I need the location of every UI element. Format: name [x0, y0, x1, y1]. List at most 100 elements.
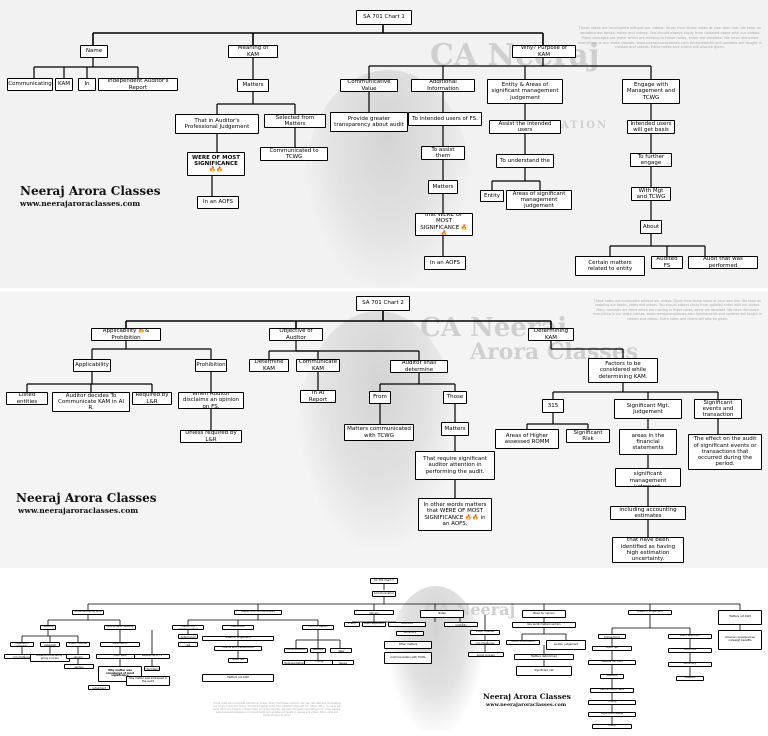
heading-node: Heading	[40, 625, 56, 630]
p5-node: Material uncertainty - going concern	[30, 654, 70, 662]
chart-2-panel: CA Neeraj Arora Classes These notes are …	[0, 291, 768, 568]
audit-performed-node: Audit that was performed	[688, 256, 758, 269]
other-matters-node-3: Other matters	[384, 641, 432, 649]
p15-node: Matters not KAM	[202, 674, 274, 682]
auditor-disclaims-node: When Auditor disclaims an opinion on FS.	[178, 392, 244, 409]
p12-node: Areas of judgement	[202, 636, 274, 641]
including-estimates-node: including accounting estimates	[610, 506, 686, 520]
p1-node: Law or regulation prohibits	[10, 642, 34, 647]
engage-management-node: Engage with Management and TCWG	[622, 79, 680, 104]
p15-node-b: Matters not KAM	[588, 660, 636, 665]
reference-fs-node: Reference to FS	[134, 654, 170, 659]
about-node: About	[640, 220, 662, 234]
most-significance-node: WERE OF MOST SIGNIFICANCE 🔥🔥	[187, 152, 245, 176]
p5-node-b: Material uncertainty - going concern	[468, 652, 504, 657]
sa701-chart1-root: SA 701 Chart 1	[356, 10, 412, 25]
matters-communicated-tcwg-node: Matters communicated with TCWG	[344, 424, 414, 441]
audited-fs-node: Audited FS	[651, 256, 683, 269]
communicate-kam-node: Communicate KAM	[296, 359, 340, 372]
p7-node: Key audit matters section	[64, 664, 94, 669]
p17-node: Before report date	[330, 648, 352, 653]
sa701-chart3-root: SA 701 Chart 3	[370, 578, 398, 584]
intended-users-fs-node: To intended users of FS.	[408, 112, 482, 126]
p11-node: Significant risk	[178, 642, 198, 647]
chart-3-panel: CA Neeraj These notes are incomplete wit…	[0, 570, 768, 736]
p4-node-b: Extremely rare circumstances	[470, 640, 500, 645]
p3-node-b: Public interest	[470, 630, 500, 635]
p22-node-b: Outcome	[668, 648, 712, 653]
p20-node-b: Entity	[592, 724, 632, 729]
form-of-report-node: Form of Report	[302, 625, 334, 630]
in-aofs-node: In an AOFS	[197, 196, 239, 209]
p13-node-b: Events and transactions	[598, 634, 626, 639]
significant-risk-node: Significant Risk	[566, 429, 610, 443]
why-purpose-node: Why? Purpose of KAM	[512, 45, 576, 58]
sa701-chart2-root: SA 701 Chart 2	[356, 296, 410, 311]
p18-node: Timing	[304, 660, 334, 665]
communication-node: Communication	[372, 591, 396, 597]
documentation-node: Documentation	[284, 648, 308, 653]
determine-kam-node: Determine KAM	[249, 359, 289, 372]
appropriate-heading-node: Appropriate Heading	[104, 625, 136, 630]
areas-financial-statements-node: areas in the financial statements	[619, 429, 677, 455]
p22-node: Outcome	[388, 622, 426, 627]
p18-node-b: Timing	[588, 700, 636, 705]
p17-node-b: Before report date	[590, 688, 634, 693]
in-node: In	[78, 78, 96, 91]
applicability-prohibition-node: Applicability 🔥& Prohibition	[91, 328, 161, 341]
entity-node: Entity	[480, 190, 504, 202]
selected-from-matters-node: Selected from Matters	[264, 114, 326, 128]
objective-of-auditor-node: Objective of Auditor	[269, 328, 323, 341]
communicating-kam-node: Communicating KAM	[72, 610, 104, 615]
interaction-node: Interaction	[222, 625, 254, 630]
description-node: Description	[100, 642, 140, 647]
p3-node: Public interest	[66, 642, 90, 647]
require-significant-attention-node: That require significant auditor attenti…	[415, 451, 495, 480]
p7-node-b: Key audit matters section	[512, 622, 576, 628]
p8-node-b: Other information	[506, 640, 540, 645]
p9-node: Auditor judgement	[88, 685, 110, 690]
matters-node: Matters	[237, 79, 269, 92]
with-mgt-tcwg-node: With Mgt and TCWG	[631, 187, 671, 201]
greater-transparency-node: Provide greater transparency about audit	[330, 112, 408, 132]
unless-required-node: Unless required by L&R	[180, 430, 242, 443]
p21-node: Audit approach	[362, 622, 386, 627]
auditor-decides-node: Auditor decides To Communicate KAM in AI…	[52, 392, 130, 412]
auditor-shall-determine-node: Auditor shall determine	[390, 360, 448, 373]
professional-judgement-node: That in Auditor's Professional Judgement	[175, 114, 259, 134]
significant-events-node: Significant events and transaction	[694, 399, 742, 419]
notes-node: Notes	[420, 610, 464, 618]
listed-entities-node: Listed entities	[6, 392, 48, 405]
chart-1-connectors	[0, 0, 768, 288]
relation-modified-node: Relation with modified opinion	[354, 610, 394, 615]
from-node: From	[369, 391, 391, 404]
in-aofs-2-node: In an AOFS	[424, 256, 466, 270]
p11-node-b: Significant risk	[516, 666, 572, 676]
how-addressed-node: How matter was addressed in the audit	[126, 676, 170, 686]
additional-information-node: Additional Information	[411, 79, 475, 92]
p10-node-b: Matters determined	[514, 654, 574, 660]
p14-node: Audit file	[228, 658, 248, 663]
required-by-lr-node: Required by L&R	[132, 392, 172, 405]
p9-node-b: Auditor judgement	[546, 640, 586, 650]
further-engage-node: To further engage	[630, 153, 672, 167]
to-assist-them-node: To assist them	[421, 146, 465, 160]
p8-node: Other information	[144, 666, 160, 671]
determining-kam-node: Determining KAM	[528, 328, 574, 341]
communicative-value-node: Communicative Value	[340, 79, 398, 92]
assist-intended-users-node: Assist the intended users	[489, 120, 561, 134]
in-ai-report-node: In AI Report	[300, 390, 336, 403]
matters-2-node: Matters	[428, 180, 458, 194]
meaning-of-kam-node: Meaning of KAM	[228, 45, 278, 58]
p16-node-b: Reasons	[600, 674, 624, 679]
in-other-words-node: In other words matters that WERE OF MOST…	[418, 498, 492, 531]
identified-high-uncertainty-node: that have been identified as having high…	[612, 537, 684, 563]
communicating-node: Communicating	[7, 78, 53, 91]
to-understand-node: To understand the	[496, 154, 554, 168]
areas-significant-node: Areas of significant management judgemen…	[506, 190, 572, 210]
factors-determining-kam-node: Factors to be considered while determini…	[588, 358, 658, 383]
p2-node-b: Adverse consequences outweigh benefits	[718, 630, 762, 650]
certain-matters-node: Certain matters related to entity	[575, 256, 645, 276]
chart-1-panel: CA Neeraj EDUCATION These notes are inco…	[0, 0, 768, 288]
p2-node: Adverse consequences outweigh benefits	[40, 642, 60, 647]
